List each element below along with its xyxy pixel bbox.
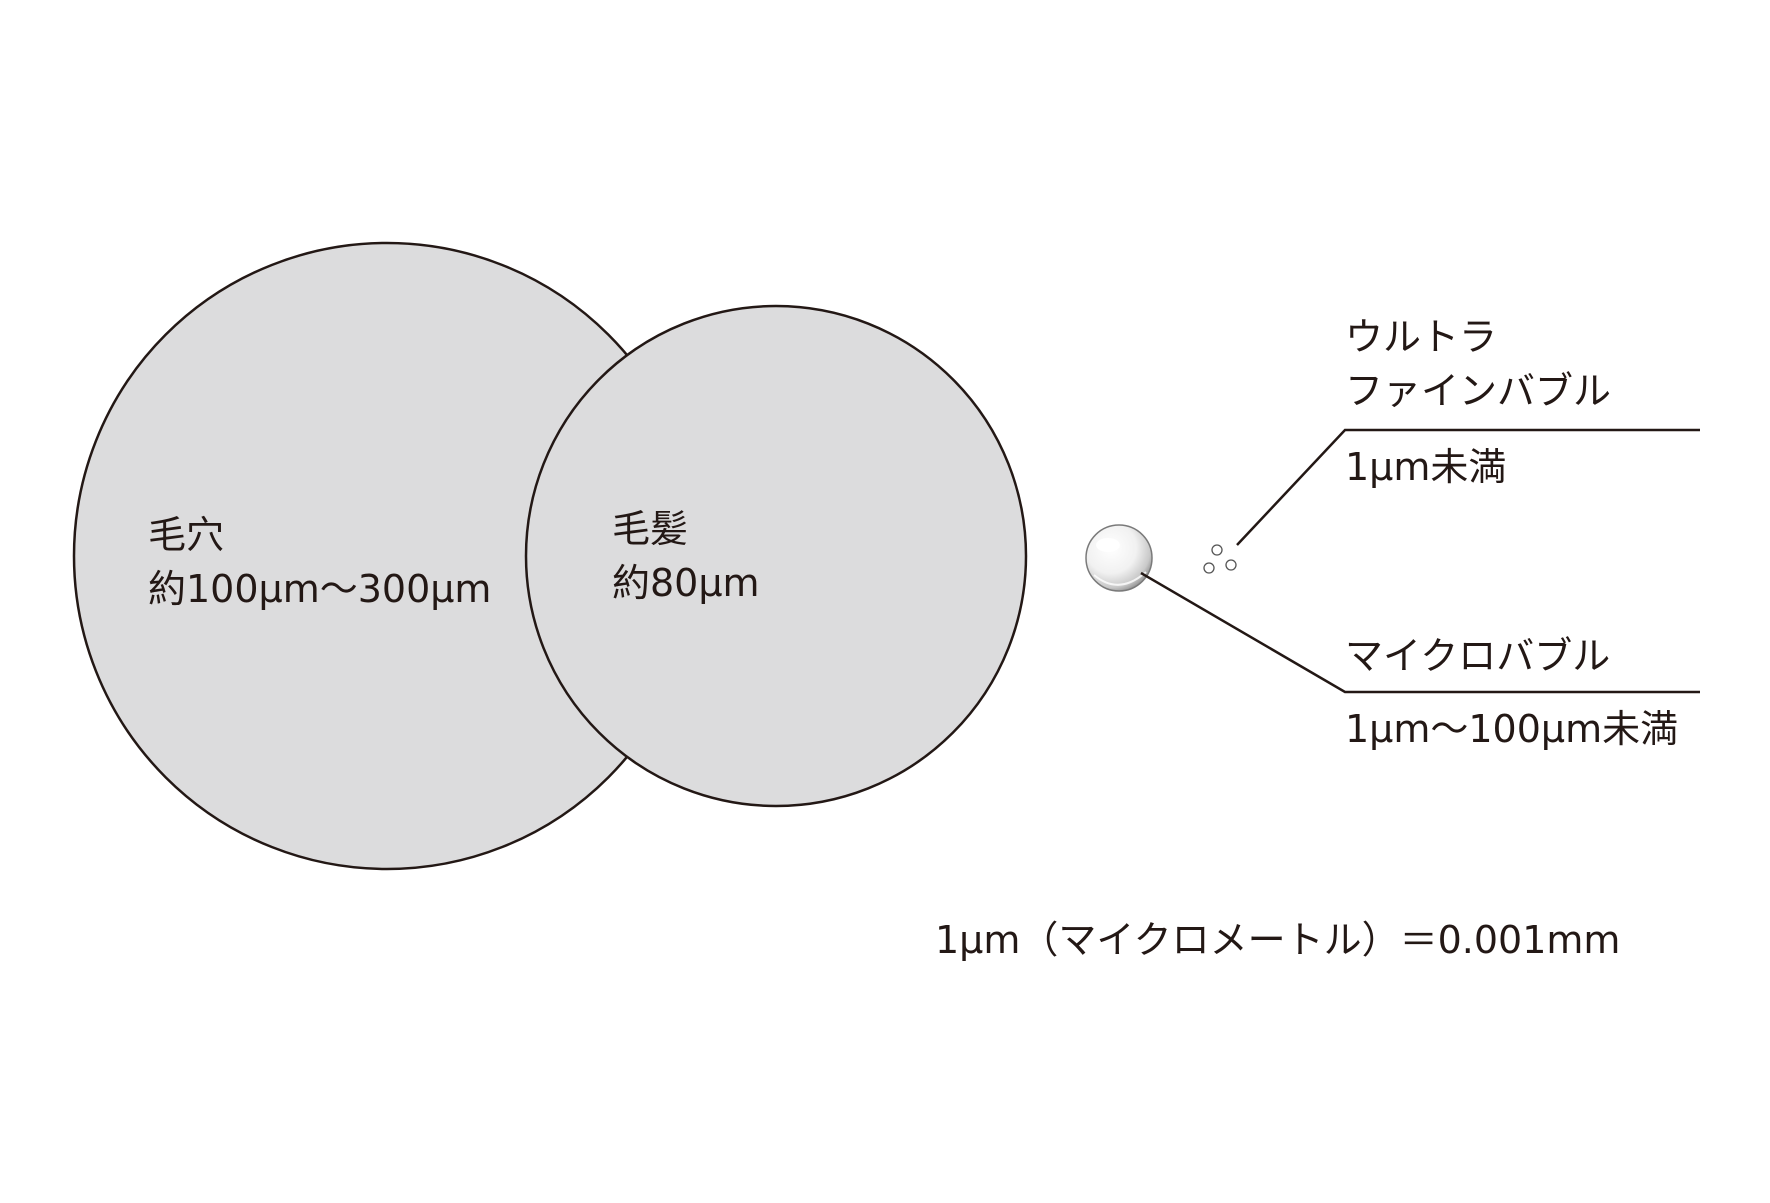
pore-name: 毛穴: [148, 513, 225, 557]
ultra-fine-bubble-size: 1µm未満: [1345, 445, 1507, 489]
mb-leader-line: [1140, 571, 1700, 694]
ultra-fine-bubble-label: ウルトラ ファインバブル: [1345, 310, 1611, 418]
hair-name: 毛髪: [612, 507, 689, 551]
hair-label: 毛髪 約80µm: [612, 502, 760, 610]
ufb-name-line2: ファインバブル: [1345, 369, 1612, 413]
pore-size: 約100µm〜300µm: [148, 567, 492, 611]
ultra-fine-bubbles: [1203, 544, 1237, 574]
unit-footnote: 1µm（マイクロメートル）＝0.001mm: [935, 918, 1621, 962]
micro-bubble-size: 1µm〜100µm未満: [1345, 707, 1679, 751]
micro-bubble: [1085, 524, 1153, 592]
ufb-name-line1: ウルトラ: [1345, 315, 1498, 359]
ufb-leader-line: [1236, 428, 1700, 546]
pore-label: 毛穴 約100µm〜300µm: [148, 508, 491, 616]
micro-bubble-label: マイクロバブル: [1345, 634, 1611, 678]
hair-circle: [524, 304, 1028, 808]
hair-size: 約80µm: [612, 561, 760, 605]
